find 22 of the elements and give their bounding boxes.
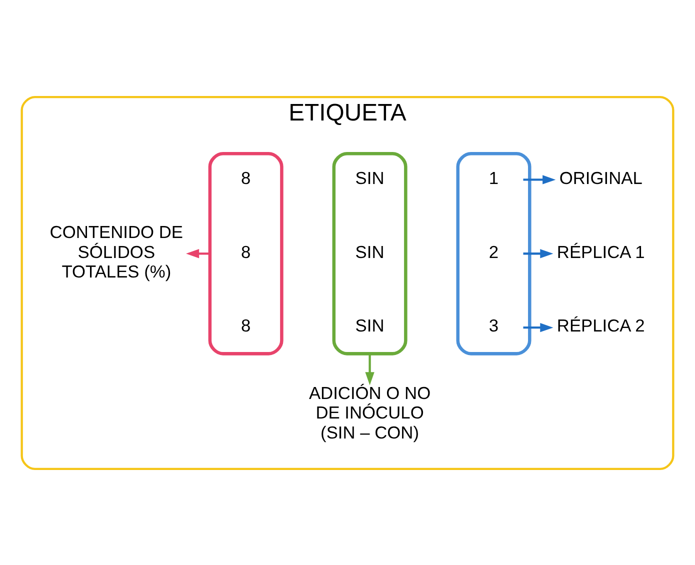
cluster: [208, 151, 284, 355]
node-text: SIN: [355, 241, 384, 262]
node-text: SIN: [355, 167, 384, 188]
node-text: 8: [240, 167, 251, 188]
arrow: [523, 248, 554, 258]
cluster: [332, 151, 408, 355]
arrow: [186, 248, 210, 258]
node-text: 8: [240, 241, 251, 262]
arrow: [365, 353, 374, 385]
node-text: 2: [488, 241, 499, 262]
node-text: 8: [240, 315, 251, 336]
node-text: CONTENIDO DE SÓLIDOS TOTALES (%): [50, 222, 184, 281]
node-text: 3: [488, 315, 499, 336]
node-text: ORIGINAL: [559, 167, 642, 188]
arrow: [523, 174, 556, 184]
node-text: 1: [488, 167, 499, 188]
arrow: [523, 322, 554, 332]
node-text: ADICIÓN O NO DE INÓCULO (SIN – CON): [308, 382, 431, 442]
cluster: [456, 151, 532, 355]
node-text: RÉPLICA 2: [556, 315, 645, 336]
node-text: RÉPLICA 1: [556, 241, 645, 262]
node-text: SIN: [355, 315, 384, 336]
